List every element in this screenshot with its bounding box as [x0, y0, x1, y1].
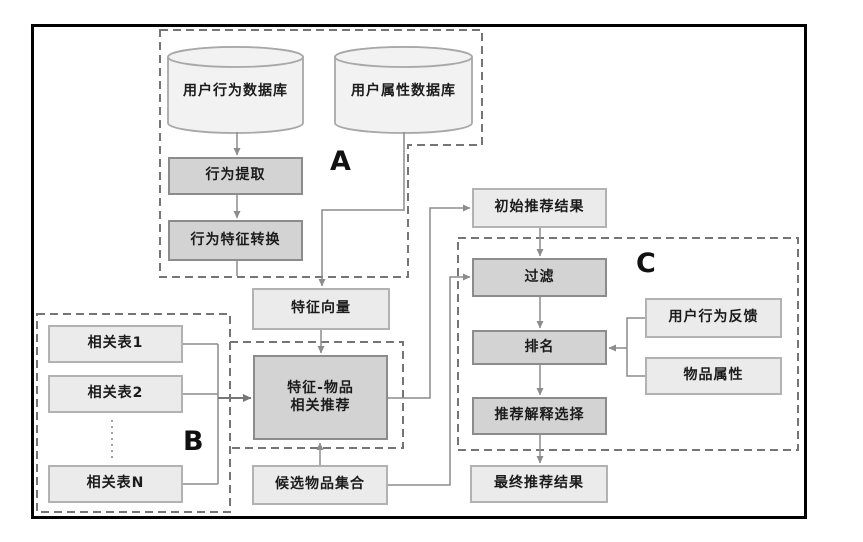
node-related-table-2: 相关表2	[48, 375, 183, 413]
user-behavior-db-top	[167, 46, 304, 68]
group-b-outline	[36, 313, 231, 513]
node-final-recommendation-result: 最终推荐结果	[470, 465, 608, 503]
group-a-outline	[159, 29, 483, 278]
node-candidate-item-set: 候选物品集合	[252, 465, 388, 505]
node-feature-item-recommendation: 特征-物品 相关推荐	[253, 355, 388, 440]
node-feature-vector: 特征向量	[252, 288, 390, 330]
node-item-attributes: 物品属性	[645, 357, 782, 395]
node-ranking: 排名	[472, 330, 607, 365]
node-related-table-1: 相关表1	[48, 325, 183, 363]
group-c-label: C	[636, 248, 656, 279]
group-b-label: B	[183, 426, 204, 457]
feature-item-line1: 特征-物品	[287, 380, 354, 396]
database-cylinders	[167, 46, 473, 134]
user-attribute-db-top	[334, 46, 473, 68]
node-related-table-n: 相关表N	[48, 465, 183, 503]
group-a-label: A	[330, 146, 351, 177]
node-initial-recommendation-result: 初始推荐结果	[472, 188, 607, 228]
node-user-behavior-db: 用户行为数据库	[183, 83, 288, 99]
group-c-outline	[457, 237, 799, 451]
node-behavior-extraction: 行为提取	[168, 157, 303, 195]
node-user-attribute-db: 用户属性数据库	[351, 83, 456, 99]
feature-item-line2: 相关推荐	[290, 397, 351, 414]
node-behavior-feature-conversion: 行为特征转换	[168, 220, 303, 261]
node-filter: 过滤	[472, 258, 607, 297]
node-user-behavior-feedback: 用户行为反馈	[645, 298, 782, 338]
node-recommendation-explanation-selection: 推荐解释选择	[472, 397, 607, 435]
connectors	[183, 132, 645, 486]
